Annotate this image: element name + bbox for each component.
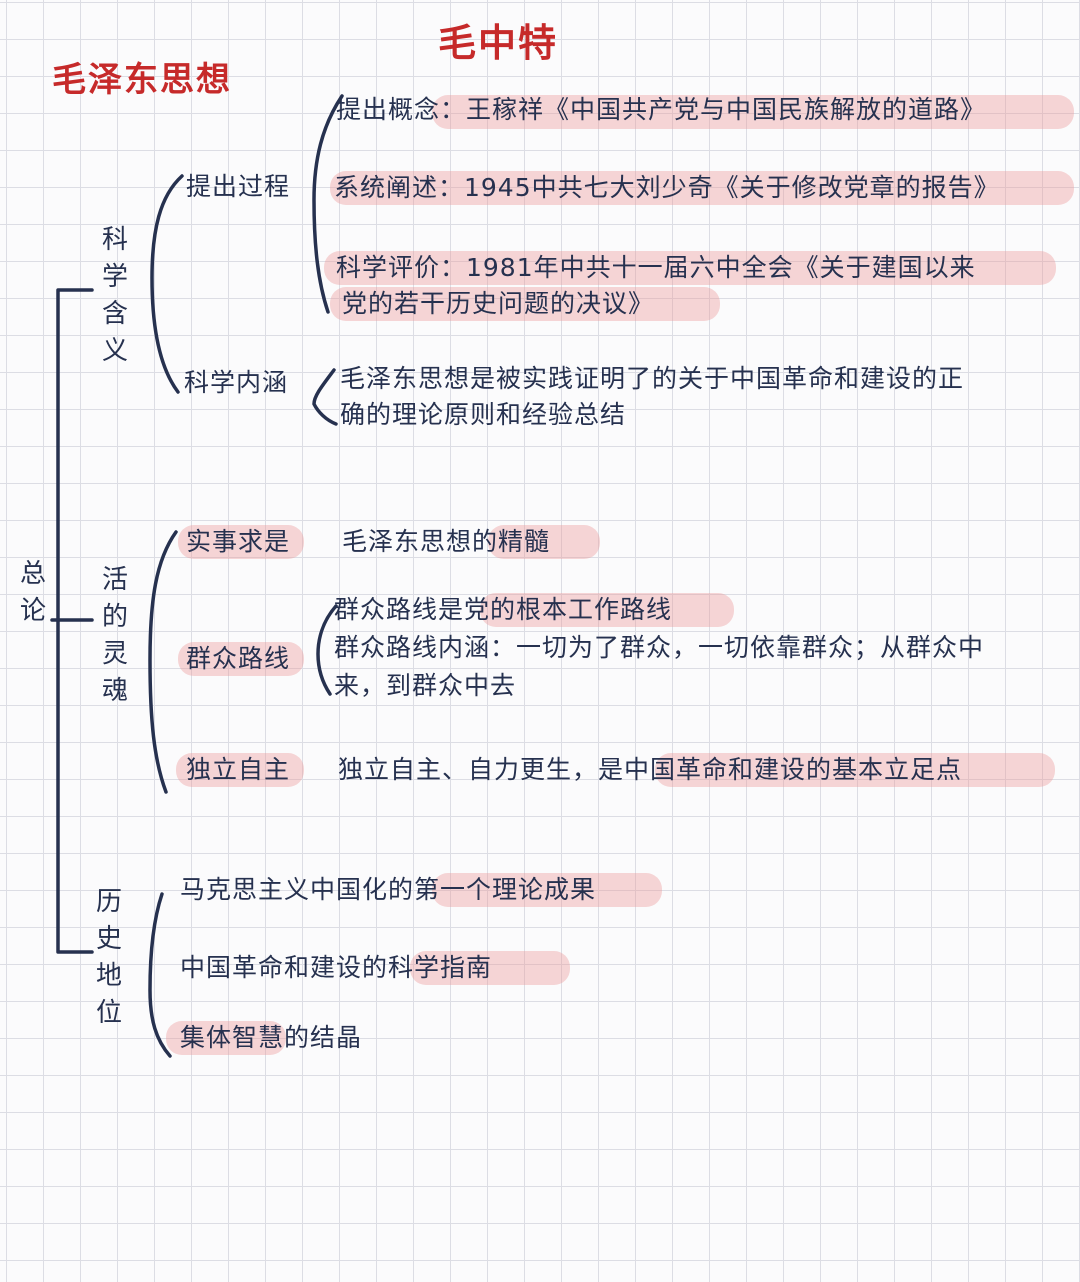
highlight-mark [166, 1021, 286, 1055]
highlight-mark [488, 525, 600, 559]
branch-meaning: 科学含义 [101, 225, 128, 366]
highlight-mark [178, 525, 304, 559]
highlight-mark [178, 642, 304, 676]
mass-line-label: 群众路线 [186, 644, 291, 673]
process-label: 提出过程 [186, 172, 291, 201]
mass-line-line: 群众路线内涵：一切为了群众，一切依靠群众；从群众中 [334, 633, 985, 662]
page-subtitle: 毛泽东思想 [52, 60, 232, 100]
status-item: 中国革命和建设的科学指南 [180, 953, 493, 982]
process-item: 系统阐述：1945中共七大刘少奇《关于修改党章的报告》 [334, 173, 1000, 202]
connotation-brace [312, 368, 338, 426]
highlight-mark [176, 753, 304, 787]
status-item: 马克思主义中国化的第一个理论成果 [180, 875, 597, 904]
branch-status: 历史地位 [95, 887, 122, 1028]
seek-truth-label: 实事求是 [186, 527, 291, 556]
highlight-mark [330, 171, 1074, 205]
independence-text: 独立自主、自力更生，是中国革命和建设的基本立足点 [338, 755, 963, 784]
root-bracket [56, 288, 94, 954]
status-item: 集体智慧的结晶 [180, 1023, 363, 1052]
independence-label: 独立自主 [186, 755, 291, 784]
mass-line-line: 群众路线是党的根本工作路线 [334, 595, 673, 624]
root-node: 总论 [19, 559, 46, 626]
highlight-mark [410, 951, 570, 985]
page-title: 毛中特 [438, 21, 559, 65]
soul-brace [148, 530, 178, 794]
highlight-mark [432, 873, 662, 907]
highlight-mark [655, 753, 1055, 787]
meaning-brace [150, 174, 184, 394]
highlight-mark [432, 95, 1074, 129]
seek-truth-text: 毛泽东思想的精髓 [342, 527, 551, 556]
branch-soul: 活的灵魂 [101, 565, 128, 706]
highlight-mark [480, 593, 734, 627]
process-item: 提出概念：王稼祥《中国共产党与中国民族解放的道路》 [336, 95, 987, 124]
connotation-label: 科学内涵 [184, 368, 289, 397]
mass-line-line: 来，到群众中去 [334, 671, 517, 700]
connotation-line: 确的理论原则和经验总结 [340, 400, 627, 429]
highlight-mark [324, 251, 1056, 285]
process-item: 科学评价：1981年中共十一届六中全会《关于建国以来 [336, 253, 976, 282]
connotation-line: 毛泽东思想是被实践证明了的关于中国革命和建设的正 [340, 364, 965, 393]
highlight-mark [330, 287, 720, 321]
process-item-continued: 党的若干历史问题的决议》 [342, 289, 655, 318]
